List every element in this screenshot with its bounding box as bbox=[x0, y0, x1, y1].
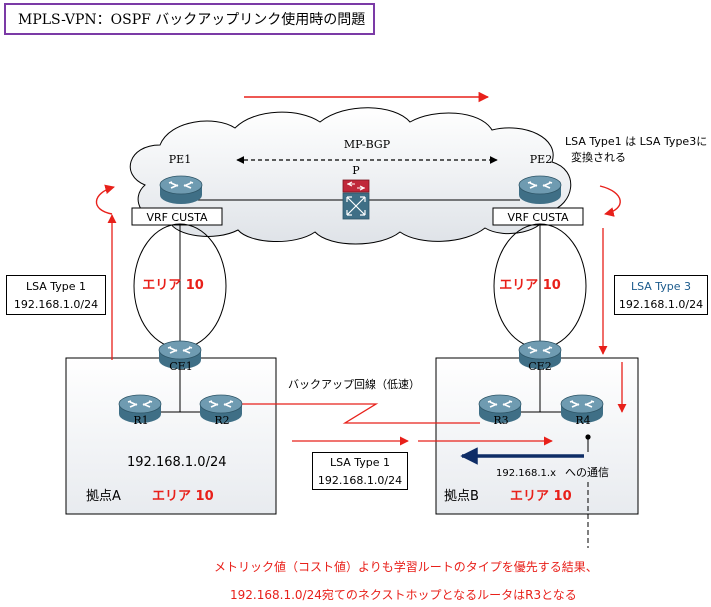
ce1-label: CE1 bbox=[169, 360, 192, 373]
area-ring-left-label: エリア 10 bbox=[142, 278, 204, 293]
diagram-title: MPLS-VPN：OSPF バックアップリンク使用時の問題 bbox=[4, 3, 375, 35]
site-a-network: 192.168.1.0/24 bbox=[127, 455, 227, 470]
r4-label: R4 bbox=[575, 414, 590, 427]
site-a-box bbox=[65, 357, 277, 515]
area-ring-right-label: エリア 10 bbox=[499, 278, 561, 293]
site-b-area: エリア 10 bbox=[510, 489, 572, 504]
vrf-box-right bbox=[492, 207, 584, 226]
r1-label: R1 bbox=[133, 414, 148, 427]
r2-label: R2 bbox=[214, 414, 229, 427]
conclusion-line-1: メトリック値（コスト値）よりも学習ルートのタイプを優先する結果、 bbox=[214, 559, 598, 574]
conversion-note-line-1: LSA Type1 は LSA Type3に bbox=[565, 135, 707, 148]
lsa-left-type: LSA Type 1 bbox=[25, 280, 87, 293]
site-a-area: エリア 10 bbox=[152, 489, 214, 504]
vrf-label-right: VRF CUSTA bbox=[507, 211, 569, 224]
lsa-right-prefix: 192.168.1.0/24 bbox=[618, 298, 704, 311]
traffic-dest: 192.168.1.x bbox=[496, 468, 556, 479]
vrf-label-left: VRF CUSTA bbox=[146, 211, 208, 224]
backup-link-label: バックアップ回線（低速） bbox=[288, 377, 420, 391]
pe1-loop-arrow bbox=[95, 184, 115, 215]
mpbgp-label: MP-BGP bbox=[344, 138, 391, 151]
lsa-right-box: LSA Type 3 192.168.1.0/24 bbox=[614, 275, 708, 315]
lsa-right-type: LSA Type 3 bbox=[630, 280, 692, 293]
lsa-bottom-type: LSA Type 1 bbox=[329, 456, 391, 469]
pe1-router-icon bbox=[159, 175, 203, 205]
mpls-cloud bbox=[129, 107, 572, 245]
pe2-label: PE2 bbox=[530, 153, 552, 166]
pe2-router-icon bbox=[518, 175, 562, 205]
site-b-name: 拠点B bbox=[444, 489, 479, 504]
p-label: P bbox=[352, 164, 360, 177]
r3-label: R3 bbox=[493, 414, 508, 427]
pe2-loop-arrow bbox=[599, 185, 621, 217]
ce2-label: CE2 bbox=[528, 360, 551, 373]
site-a-name: 拠点A bbox=[86, 489, 121, 504]
backup-link-line bbox=[240, 403, 480, 424]
lsa-bottom-box: LSA Type 1 192.168.1.0/24 bbox=[312, 452, 408, 490]
vrf-box-left bbox=[131, 207, 223, 226]
lsa-bottom-prefix: 192.168.1.0/24 bbox=[317, 474, 403, 487]
conversion-note-line-2: 変換される bbox=[571, 150, 626, 164]
lsa-left-prefix: 192.168.1.0/24 bbox=[13, 298, 99, 311]
pe1-label: PE1 bbox=[169, 153, 191, 166]
site-b-box bbox=[435, 357, 639, 515]
conclusion-line-2: 192.168.1.0/24宛てのネクストホップとなるルータはR3となる bbox=[230, 587, 577, 602]
p-router-icon bbox=[342, 179, 370, 220]
traffic-suffix: への通信 bbox=[565, 466, 609, 479]
lsa-left-box: LSA Type 1 192.168.1.0/24 bbox=[6, 275, 106, 315]
